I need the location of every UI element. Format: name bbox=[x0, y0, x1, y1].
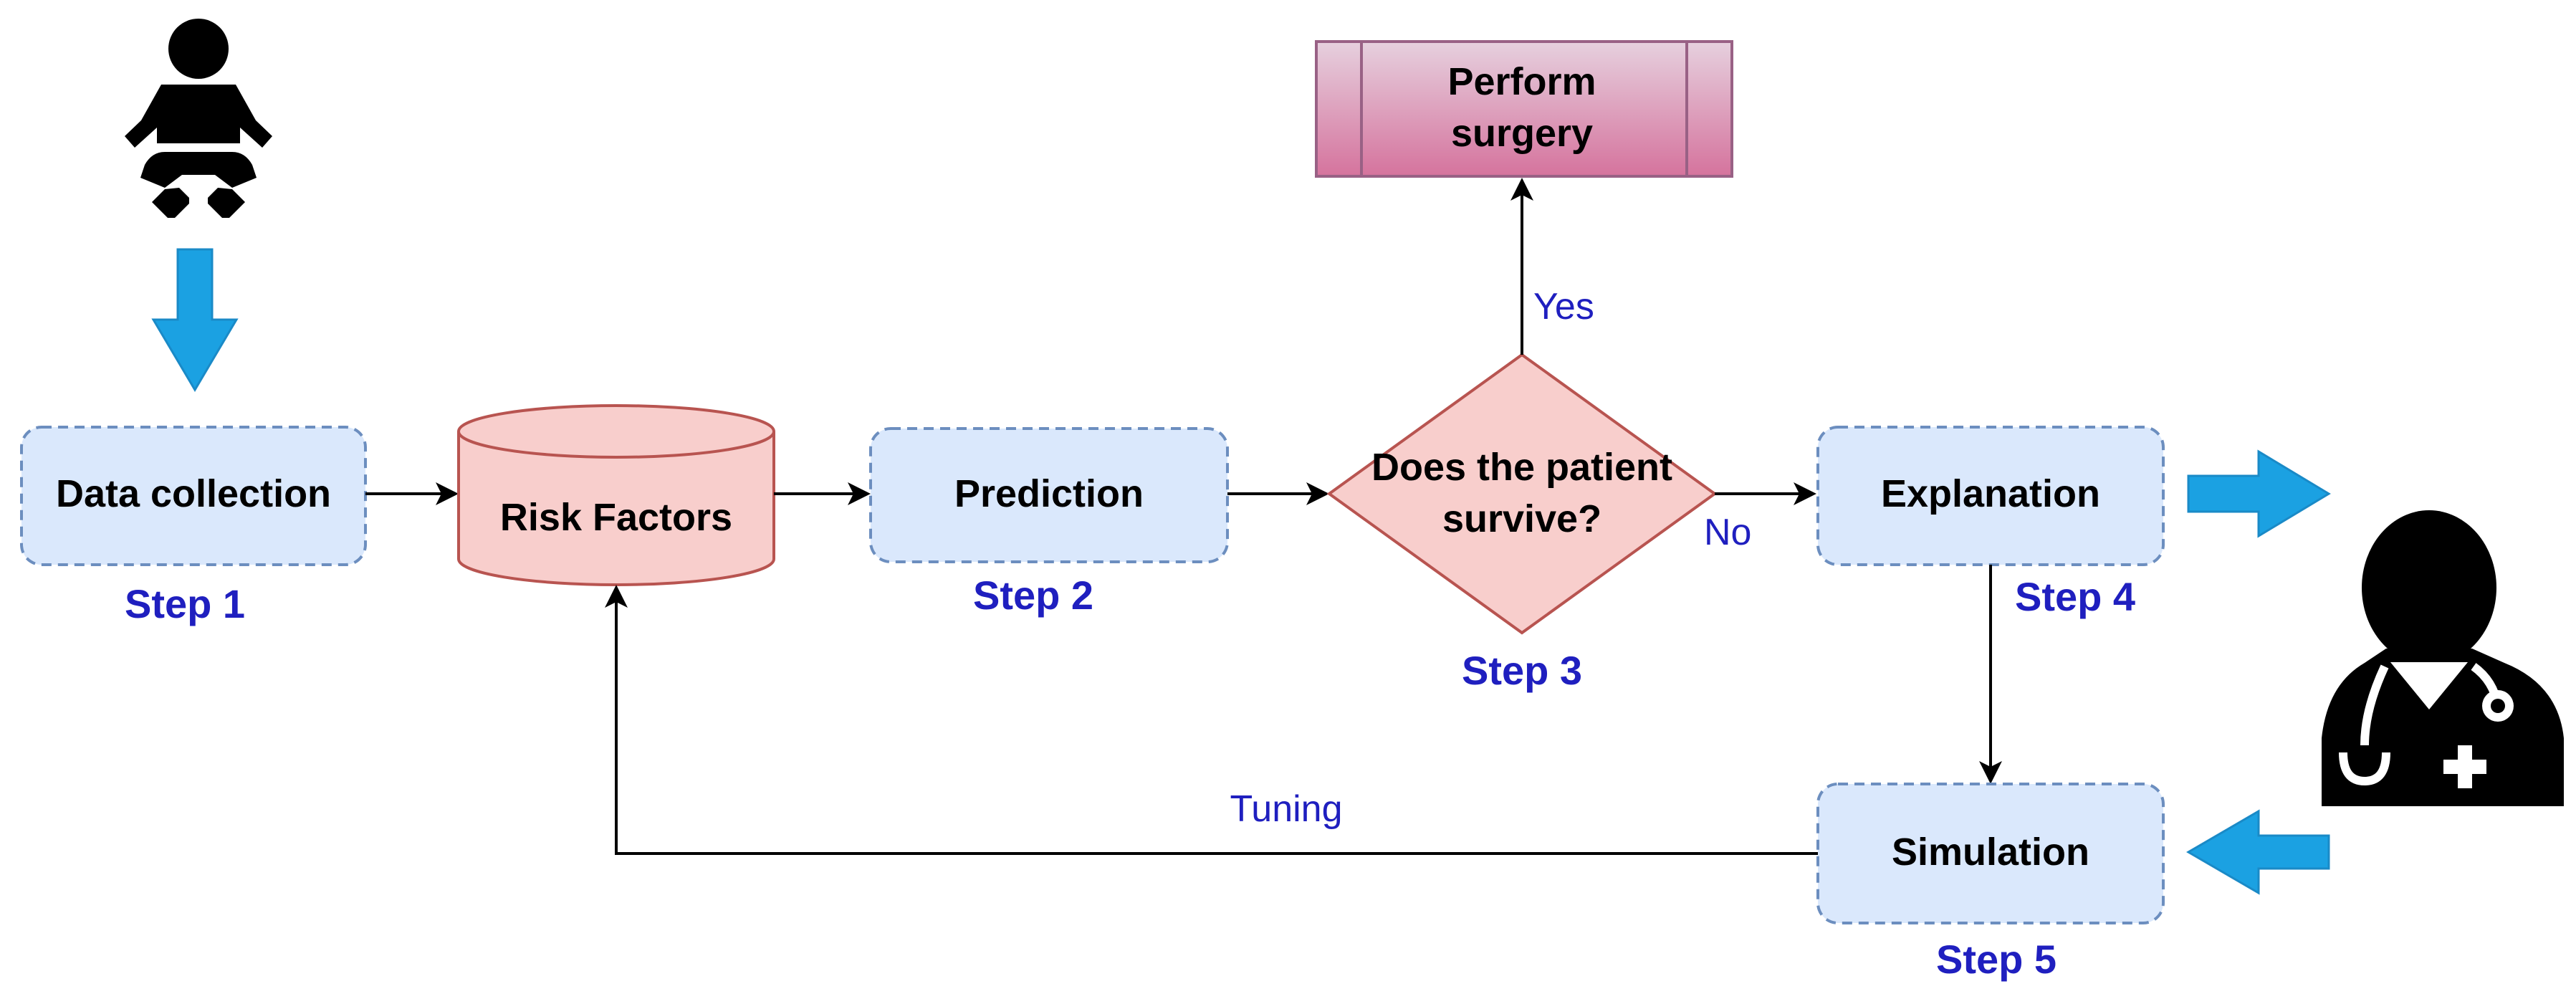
explanation-label: Explanation bbox=[1881, 472, 2100, 515]
simulation-node: Simulation bbox=[1816, 783, 2165, 924]
blue-arrow-down bbox=[151, 248, 239, 392]
step1-label: Step 1 bbox=[125, 581, 245, 626]
step4-label: Step 4 bbox=[2015, 574, 2135, 619]
surgery-label-line2: surgery bbox=[1451, 112, 1593, 155]
decision-label-line1: Does the patient bbox=[1371, 446, 1672, 489]
step2-label: Step 2 bbox=[973, 573, 1093, 618]
edge-simulation-to-risk bbox=[605, 585, 1818, 855]
edge-prediction-to-decision bbox=[1227, 482, 1329, 505]
blue-arrow-right bbox=[2187, 449, 2331, 538]
step3-label: Step 3 bbox=[1462, 648, 1582, 693]
tuning-edge-label: Tuning bbox=[1230, 788, 1342, 830]
baby-icon bbox=[125, 19, 272, 218]
surgery-label-line1: Perform bbox=[1447, 60, 1596, 103]
edge-decision-to-surgery bbox=[1510, 178, 1533, 355]
explanation-node: Explanation bbox=[1816, 426, 2165, 566]
blue-arrow-left bbox=[2186, 809, 2330, 895]
perform-surgery-node: Perform surgery bbox=[1315, 40, 1733, 178]
prediction-node: Prediction bbox=[869, 427, 1229, 563]
simulation-label: Simulation bbox=[1892, 831, 2089, 874]
edge-explanation-to-simulation bbox=[1979, 565, 2002, 784]
no-edge-label: No bbox=[1704, 512, 1751, 553]
prediction-label: Prediction bbox=[954, 472, 1144, 515]
risk-factors-label: Risk Factors bbox=[500, 496, 732, 539]
edge-collection-to-risk bbox=[365, 482, 459, 505]
risk-factors-node: Risk Factors bbox=[457, 404, 775, 586]
step5-label: Step 5 bbox=[1936, 937, 2057, 982]
decision-label-line2: survive? bbox=[1442, 497, 1601, 540]
decision-node: Does the patient survive? bbox=[1326, 353, 1718, 635]
data-collection-node: Data collection bbox=[20, 426, 367, 566]
edge-risk-to-prediction bbox=[774, 482, 871, 505]
doctor-icon bbox=[2322, 510, 2564, 806]
edge-decision-to-explanation bbox=[1715, 482, 1816, 505]
yes-edge-label: Yes bbox=[1533, 286, 1594, 328]
data-collection-label: Data collection bbox=[56, 472, 331, 515]
